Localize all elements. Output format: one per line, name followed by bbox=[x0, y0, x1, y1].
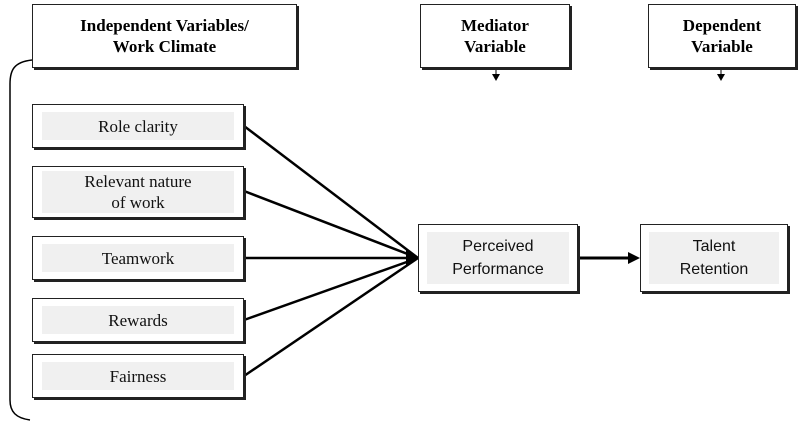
dependent-header-arrowhead bbox=[717, 74, 725, 81]
iv-inner-relevant-nature-of-work: Relevant nature of work bbox=[42, 171, 234, 213]
iv-label: Rewards bbox=[108, 310, 168, 330]
mediator-box: Perceived Performance bbox=[418, 224, 578, 292]
iv-label: Teamwork bbox=[101, 248, 175, 268]
iv-inner-rewards: Rewards bbox=[42, 306, 234, 334]
dependent-box: Talent Retention bbox=[640, 224, 788, 292]
arrow-rewards bbox=[243, 256, 419, 322]
iv-box-relevant-nature-of-work: Relevant nature of work bbox=[32, 166, 244, 218]
independent-header-text: Independent Variables/ Work Climate bbox=[80, 16, 249, 56]
iv-box-teamwork: Teamwork bbox=[32, 236, 244, 280]
dependent-label: Talent Retention bbox=[679, 238, 749, 278]
iv-label: Role clarity bbox=[98, 116, 178, 136]
dependent-inner: Talent Retention bbox=[649, 232, 779, 284]
iv-box-rewards: Rewards bbox=[32, 298, 244, 342]
arrow-relevant-work bbox=[243, 189, 419, 260]
mediator-variable-header: Mediator Variable bbox=[420, 4, 570, 68]
mediator-header-text: Mediator Variable bbox=[461, 16, 529, 56]
iv-inner-role-clarity: Role clarity bbox=[42, 112, 234, 140]
mediator-input-arrowhead bbox=[406, 250, 420, 266]
iv-inner-teamwork: Teamwork bbox=[42, 244, 234, 272]
arrow-fairness bbox=[243, 256, 419, 378]
independent-variables-header: Independent Variables/ Work Climate bbox=[32, 4, 297, 68]
iv-inner-fairness: Fairness bbox=[42, 362, 234, 390]
iv-label: Relevant nature of work bbox=[84, 172, 192, 212]
dependent-header-text: Dependent Variable bbox=[682, 16, 762, 56]
iv-box-role-clarity: Role clarity bbox=[32, 104, 244, 148]
dependent-variable-header: Dependent Variable bbox=[648, 4, 796, 68]
iv-label: Fairness bbox=[109, 366, 167, 386]
arrow-role-clarity bbox=[243, 125, 419, 259]
iv-box-fairness: Fairness bbox=[32, 354, 244, 398]
dependent-input-arrowhead bbox=[628, 252, 640, 264]
mediator-label: Perceived Performance bbox=[452, 238, 544, 278]
mediator-inner: Perceived Performance bbox=[427, 232, 569, 284]
grouping-brace bbox=[9, 59, 33, 421]
mediator-header-arrowhead bbox=[492, 74, 500, 81]
